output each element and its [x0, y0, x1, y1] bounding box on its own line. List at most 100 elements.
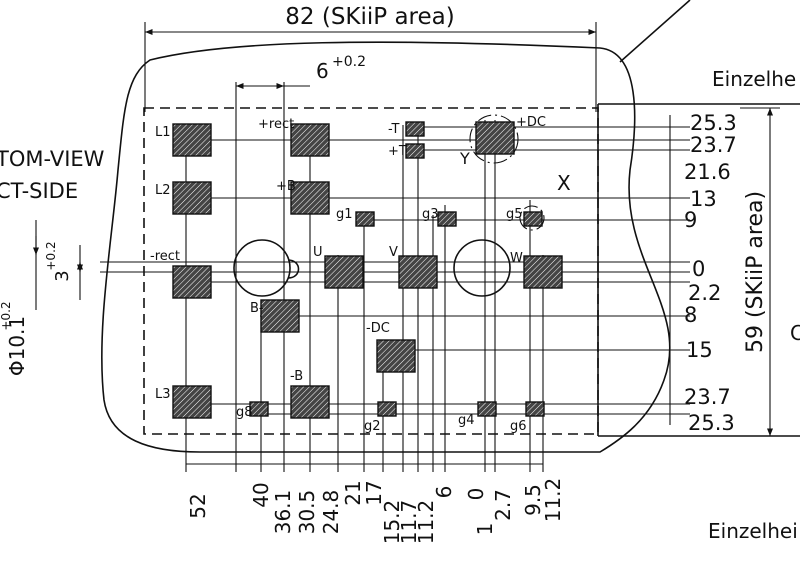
pad-l1	[172, 123, 212, 157]
label-t-neg: -T	[388, 122, 399, 137]
label-g3: g3	[422, 207, 439, 222]
dim-label: 23.7	[690, 133, 737, 157]
label-v: V	[389, 245, 398, 260]
detail-label-top: Einzelhe	[712, 67, 796, 91]
dim-label: 8	[684, 303, 697, 327]
dim-label: 1	[473, 523, 497, 536]
label-b-minus: B-	[250, 301, 264, 316]
label-g6: g6	[510, 419, 527, 434]
dim-label: 52	[186, 493, 210, 518]
mounting-hole	[453, 239, 511, 297]
dim-label: 2.2	[688, 281, 721, 305]
dim-label: 24.8	[319, 490, 343, 535]
dim-label: 0	[464, 488, 488, 501]
label-dc-pos: +DC	[516, 115, 546, 130]
label-w: W	[510, 251, 523, 266]
dim-label: 2.7	[491, 489, 515, 521]
pad-g3	[437, 211, 457, 227]
height-label: 59 (SKiiP area)	[743, 191, 768, 353]
dc-pos-detail-circle	[469, 114, 519, 164]
dim-label: 25.3	[688, 411, 735, 435]
mounting-hole-slot	[287, 259, 300, 279]
bottom-dim-labels: 52 40 36.1 30.5 24.8 21 17 15.2 11.7 11.…	[186, 478, 565, 545]
pad-l2	[172, 181, 212, 215]
label-l3: L3	[155, 387, 171, 402]
label-dc-neg: -DC	[366, 321, 390, 336]
detail-label-bottom: Einzelhei	[708, 519, 798, 543]
label-rect-neg: -rect	[150, 249, 180, 264]
hole-tolerance: +0.2	[44, 241, 58, 270]
dim-label: 23.7	[684, 385, 731, 409]
pad-w	[523, 255, 563, 289]
pad-g5	[523, 211, 543, 227]
width-label: 82 (SKiiP area)	[285, 4, 454, 30]
axis-x-label: X	[557, 171, 571, 195]
dim-label: 30.5	[295, 490, 319, 535]
height-dimension: 59 (SKiiP area)	[740, 107, 780, 437]
leader-line	[619, 0, 691, 63]
label-b-neg: -B	[290, 369, 303, 384]
pad-rect-pos	[290, 123, 330, 157]
terminal-pads	[172, 121, 563, 419]
dim-label: 36.1	[271, 490, 295, 535]
label-g1: g1	[336, 207, 353, 222]
diameter-dimension: Φ10.1 +0.2	[0, 220, 40, 376]
view-label-line1: TOM-VIEW	[0, 147, 105, 171]
hole-dimension: 3 +0.2	[44, 241, 84, 300]
pitch-tolerance: +0.2	[332, 54, 366, 70]
pad-t-neg	[405, 121, 425, 137]
width-dimension: 82 (SKiiP area)	[144, 4, 597, 112]
label-g5: g5	[506, 207, 523, 222]
pitch-dimension: 6 +0.2	[236, 54, 366, 90]
dim-label: 25.3	[690, 111, 737, 135]
terminal-labels: L1 L2 L3 -rect +rect +B -B B- U V W -DC …	[150, 115, 546, 434]
pad-t-pos	[405, 143, 425, 159]
dim-label: 21	[341, 480, 365, 505]
label-g8: g8	[236, 405, 253, 420]
dim-label: 17	[362, 480, 386, 505]
pad-g8	[249, 401, 269, 417]
dim-label: 9.5	[521, 484, 545, 516]
g5-detail-circle	[519, 205, 545, 231]
pad-dc-pos	[475, 121, 515, 155]
label-u: U	[313, 245, 323, 260]
pad-v	[398, 255, 438, 289]
pad-g2	[377, 401, 397, 417]
dim-label: 13	[690, 187, 717, 211]
pad-g1	[355, 211, 375, 227]
cut-label: C	[790, 321, 800, 345]
label-g2: g2	[364, 419, 381, 434]
dim-label: 6	[432, 486, 456, 499]
pad-b-neg	[290, 385, 330, 419]
dim-label: 9	[684, 208, 697, 232]
pitch-label: 6	[316, 59, 329, 83]
axis-y-label: Y	[459, 149, 470, 168]
hole-label: 3	[52, 270, 73, 281]
diameter-tolerance: +0.2	[0, 301, 13, 330]
dim-label: 0	[692, 257, 705, 281]
right-dim-labels: 25.3 23.7 21.6 13 9 0 2.2 8 15 23.7 25.3	[684, 111, 737, 435]
dim-label: 11.7	[397, 500, 421, 545]
pad-dc-neg	[376, 339, 416, 373]
pad-b-pos	[290, 181, 330, 215]
dim-label: 21.6	[684, 160, 731, 184]
module-outline	[101, 41, 671, 453]
diameter-label: Φ10.1	[5, 316, 29, 376]
label-l2: L2	[155, 183, 171, 198]
label-b-pos: +B	[276, 179, 296, 194]
mounting-hole	[233, 239, 291, 297]
label-g4: g4	[458, 413, 475, 428]
pad-g4	[477, 401, 497, 417]
dim-label: 11.2	[541, 478, 565, 523]
pad-rect-neg	[172, 265, 212, 299]
dim-label: 15.2	[380, 500, 404, 545]
dim-label: 15	[686, 338, 713, 362]
label-t-pos: +T	[388, 144, 407, 159]
pad-u	[324, 255, 364, 289]
label-l1: L1	[155, 125, 171, 140]
pad-g6	[525, 401, 545, 417]
view-label-line2: CT-SIDE	[0, 179, 78, 203]
pad-b-minus	[260, 299, 300, 333]
dim-label: 40	[249, 482, 273, 507]
